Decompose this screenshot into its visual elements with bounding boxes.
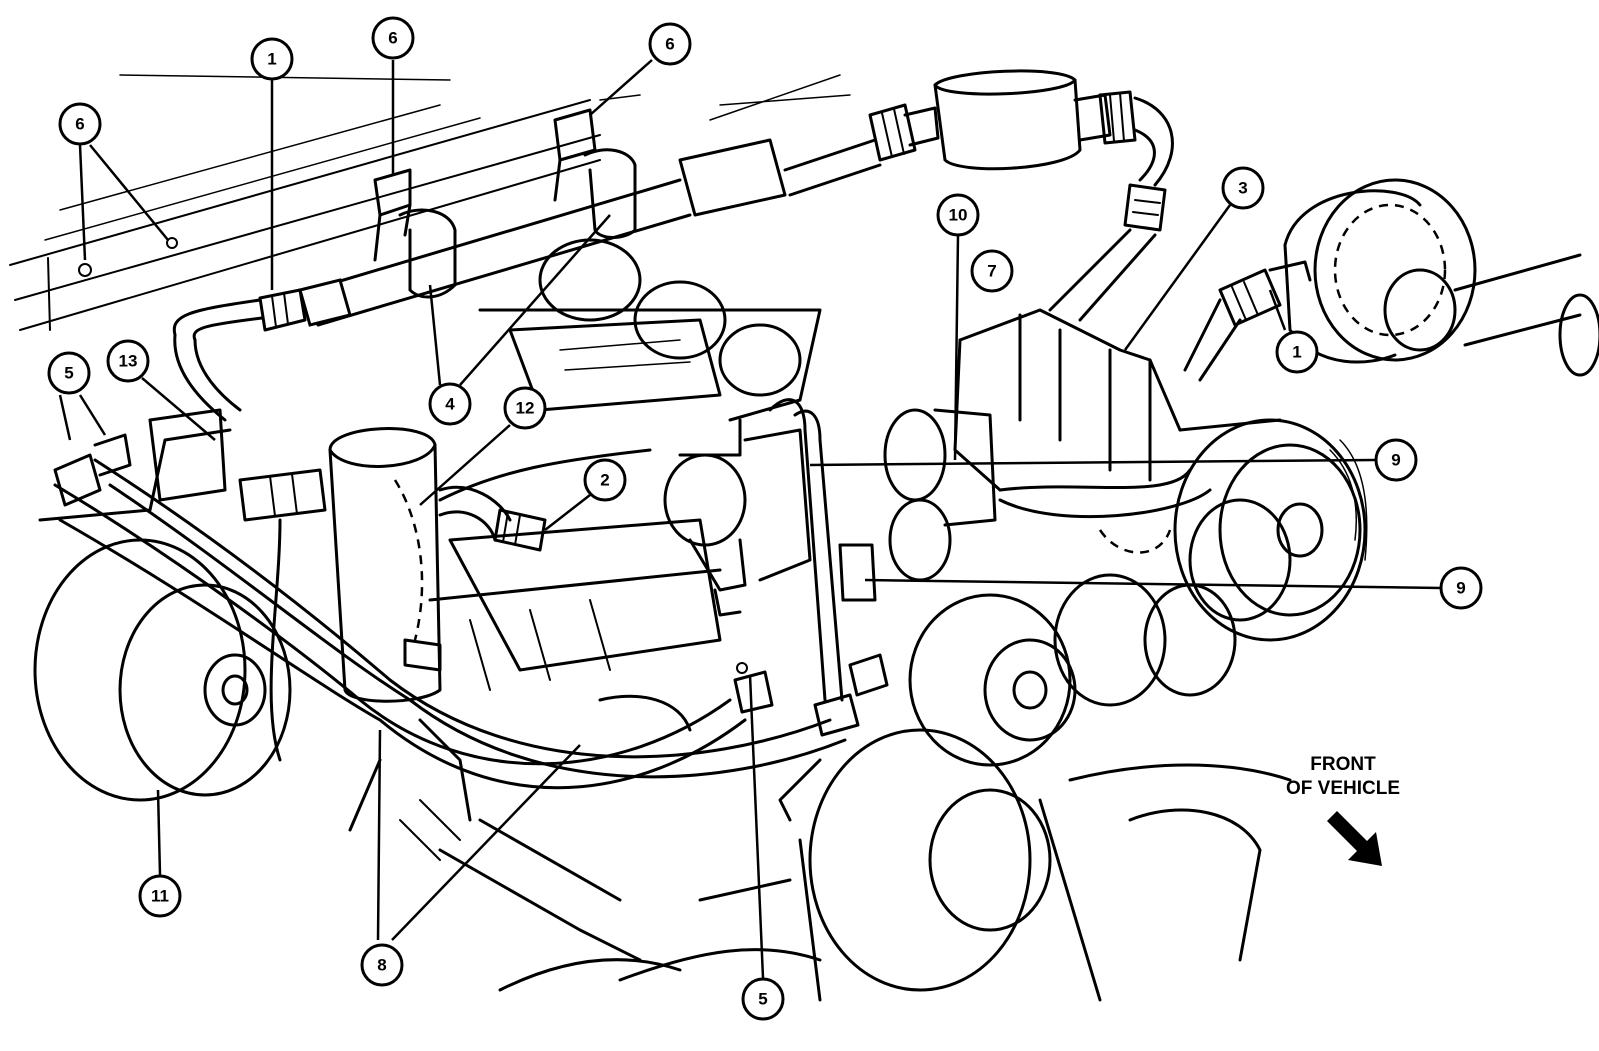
svg-text:13: 13 bbox=[119, 352, 138, 371]
svg-text:10: 10 bbox=[949, 206, 968, 225]
callout-9-lower: 9 bbox=[1439, 566, 1483, 610]
callout-3: 3 bbox=[1221, 166, 1265, 210]
svg-text:6: 6 bbox=[665, 35, 674, 54]
callout-1-right: 1 bbox=[1275, 330, 1319, 374]
throttle-body bbox=[883, 308, 1212, 582]
svg-text:8: 8 bbox=[377, 956, 386, 975]
callout-7: 7 bbox=[970, 249, 1014, 293]
callout-1-left: 1 bbox=[250, 37, 294, 81]
callout-6-bracket-1: 6 bbox=[371, 16, 415, 60]
fuel-line-bracket-2 bbox=[553, 108, 637, 239]
power-steering-pump bbox=[33, 408, 327, 802]
fuel-pressure-regulator bbox=[663, 418, 812, 617]
fuel-return-hose bbox=[768, 398, 877, 702]
callout-10: 10 bbox=[936, 193, 980, 237]
accessory-pulleys bbox=[778, 498, 1292, 1002]
svg-text:12: 12 bbox=[516, 399, 535, 418]
svg-text:2: 2 bbox=[600, 471, 609, 490]
coolant-reservoir bbox=[328, 427, 547, 703]
svg-text:5: 5 bbox=[758, 990, 767, 1009]
svg-text:6: 6 bbox=[388, 29, 397, 48]
callout-6-rail: 6 bbox=[58, 102, 102, 146]
callout-5-bottom: 5 bbox=[741, 977, 785, 1021]
svg-text:7: 7 bbox=[987, 262, 996, 281]
callout-9-upper: 9 bbox=[1374, 438, 1418, 482]
svg-text:1: 1 bbox=[1292, 343, 1301, 362]
callout-2: 2 bbox=[583, 458, 627, 502]
air-cleaner-assembly bbox=[1183, 178, 1599, 382]
svg-text:11: 11 bbox=[151, 887, 169, 906]
front-of-vehicle-arrow bbox=[1325, 811, 1382, 866]
svg-text:1: 1 bbox=[267, 50, 276, 69]
svg-text:3: 3 bbox=[1238, 179, 1247, 198]
frame-rail bbox=[9, 74, 851, 331]
ac-compressor bbox=[1098, 418, 1368, 642]
callout-leaders bbox=[58, 59, 1443, 979]
callout-5-left: 5 bbox=[47, 351, 91, 395]
fuel-supply-line bbox=[172, 103, 940, 422]
front-label-line1: FRONT bbox=[1310, 754, 1376, 775]
callout-6-bracket-2: 6 bbox=[648, 22, 692, 66]
callout-11: 11 bbox=[138, 874, 182, 918]
callout-13: 13 bbox=[106, 339, 150, 383]
svg-text:5: 5 bbox=[64, 364, 73, 383]
engine-block bbox=[348, 238, 822, 992]
fuel-line-bracket-1 bbox=[373, 168, 457, 299]
svg-text:6: 6 bbox=[75, 115, 84, 134]
svg-text:9: 9 bbox=[1391, 451, 1400, 470]
svg-text:4: 4 bbox=[445, 395, 455, 414]
callout-8: 8 bbox=[360, 943, 404, 987]
fuel-filter bbox=[933, 69, 1174, 322]
fuel-lines-lower bbox=[53, 433, 889, 790]
callout-4: 4 bbox=[428, 382, 472, 426]
front-label-line2: OF VEHICLE bbox=[1286, 778, 1400, 799]
svg-text:9: 9 bbox=[1456, 579, 1465, 598]
callout-12: 12 bbox=[503, 386, 547, 430]
